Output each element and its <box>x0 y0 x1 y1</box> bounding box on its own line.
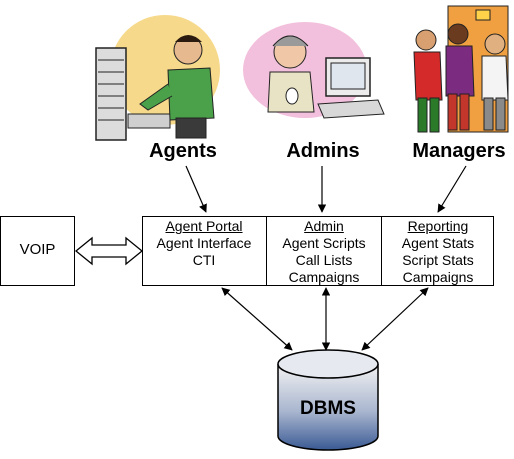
voip-box <box>0 216 75 286</box>
agent-clipart <box>95 15 220 141</box>
voip-connection-arrow <box>74 236 144 266</box>
system-divider <box>266 216 267 286</box>
agents-arrow <box>185 165 207 213</box>
section-item: Campaigns <box>288 269 360 285</box>
admin-clipart <box>243 22 385 119</box>
section-item: Agent Interface <box>156 235 252 251</box>
section-title: Agent Portal <box>165 218 243 234</box>
section-item: Campaigns <box>402 269 474 285</box>
reporting-section: Reporting Agent Stats Script Stats Campa… <box>382 216 494 286</box>
dbms-cylinder <box>277 349 379 451</box>
managers-arrow <box>437 165 467 213</box>
system-box <box>142 216 494 286</box>
dbms-label: DBMS <box>300 398 356 419</box>
managers-label: Managers <box>412 140 506 162</box>
section-item: Agent Stats <box>401 235 475 251</box>
agent-portal-section: Agent Portal Agent Interface CTI <box>142 216 266 286</box>
section-item: Agent Scripts <box>282 235 366 251</box>
portal-db-arrow <box>221 287 293 351</box>
admins-label: Admins <box>286 140 360 162</box>
voip-label: VOIP <box>19 241 56 258</box>
reporting-db-arrow <box>361 287 429 351</box>
managers-clipart <box>413 5 509 133</box>
system-divider <box>381 216 382 286</box>
section-item: Script Stats <box>402 252 474 268</box>
admin-section: Admin Agent Scripts Call Lists Campaigns <box>267 216 381 286</box>
agents-label: Agents <box>149 140 217 162</box>
section-item: CTI <box>192 252 216 268</box>
section-item: Call Lists <box>295 252 353 268</box>
section-title: Reporting <box>407 218 469 234</box>
section-title: Admin <box>304 218 344 234</box>
